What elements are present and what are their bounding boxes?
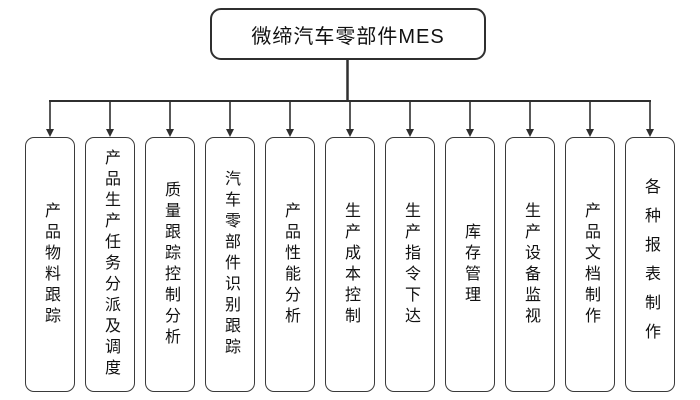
child-node-parts-id-tracking: 汽车零部件识别跟踪 <box>205 137 255 392</box>
child-node-label: 生产成本控制 <box>342 201 359 328</box>
child-node-quality-tracking-control: 质量跟踪控制分析 <box>145 137 195 392</box>
child-node-cost-control: 生产成本控制 <box>325 137 375 392</box>
child-node-label: 各种报表制作 <box>642 177 659 352</box>
child-node-task-dispatch-scheduling: 产品生产任务分派及调度 <box>85 137 135 392</box>
root-node-label: 微缔汽车零部件MES <box>251 25 445 48</box>
child-node-label: 产品物料跟踪 <box>42 201 59 328</box>
children-row: 产品物料跟踪 产品生产任务分派及调度 质量跟踪控制分析 汽车零部件识别跟踪 产品… <box>25 137 675 392</box>
child-node-product-material-tracking: 产品物料跟踪 <box>25 137 75 392</box>
child-node-label: 库存管理 <box>462 222 479 307</box>
child-node-performance-analysis: 产品性能分析 <box>265 137 315 392</box>
child-node-report-production: 各种报表制作 <box>625 137 675 392</box>
child-node-label: 产品性能分析 <box>282 201 299 328</box>
child-node-label: 质量跟踪控制分析 <box>162 180 179 349</box>
child-node-label: 产品文档制作 <box>582 201 599 328</box>
child-node-label: 产品生产任务分派及调度 <box>102 149 119 380</box>
child-node-label: 生产指令下达 <box>402 201 419 328</box>
child-node-label: 生产设备监视 <box>522 201 539 328</box>
child-node-document-production: 产品文档制作 <box>565 137 615 392</box>
child-node-production-order-issue: 生产指令下达 <box>385 137 435 392</box>
root-node: 微缔汽车零部件MES <box>210 8 486 60</box>
child-node-label: 汽车零部件识别跟踪 <box>222 170 239 359</box>
child-node-equipment-monitoring: 生产设备监视 <box>505 137 555 392</box>
child-node-inventory-management: 库存管理 <box>445 137 495 392</box>
